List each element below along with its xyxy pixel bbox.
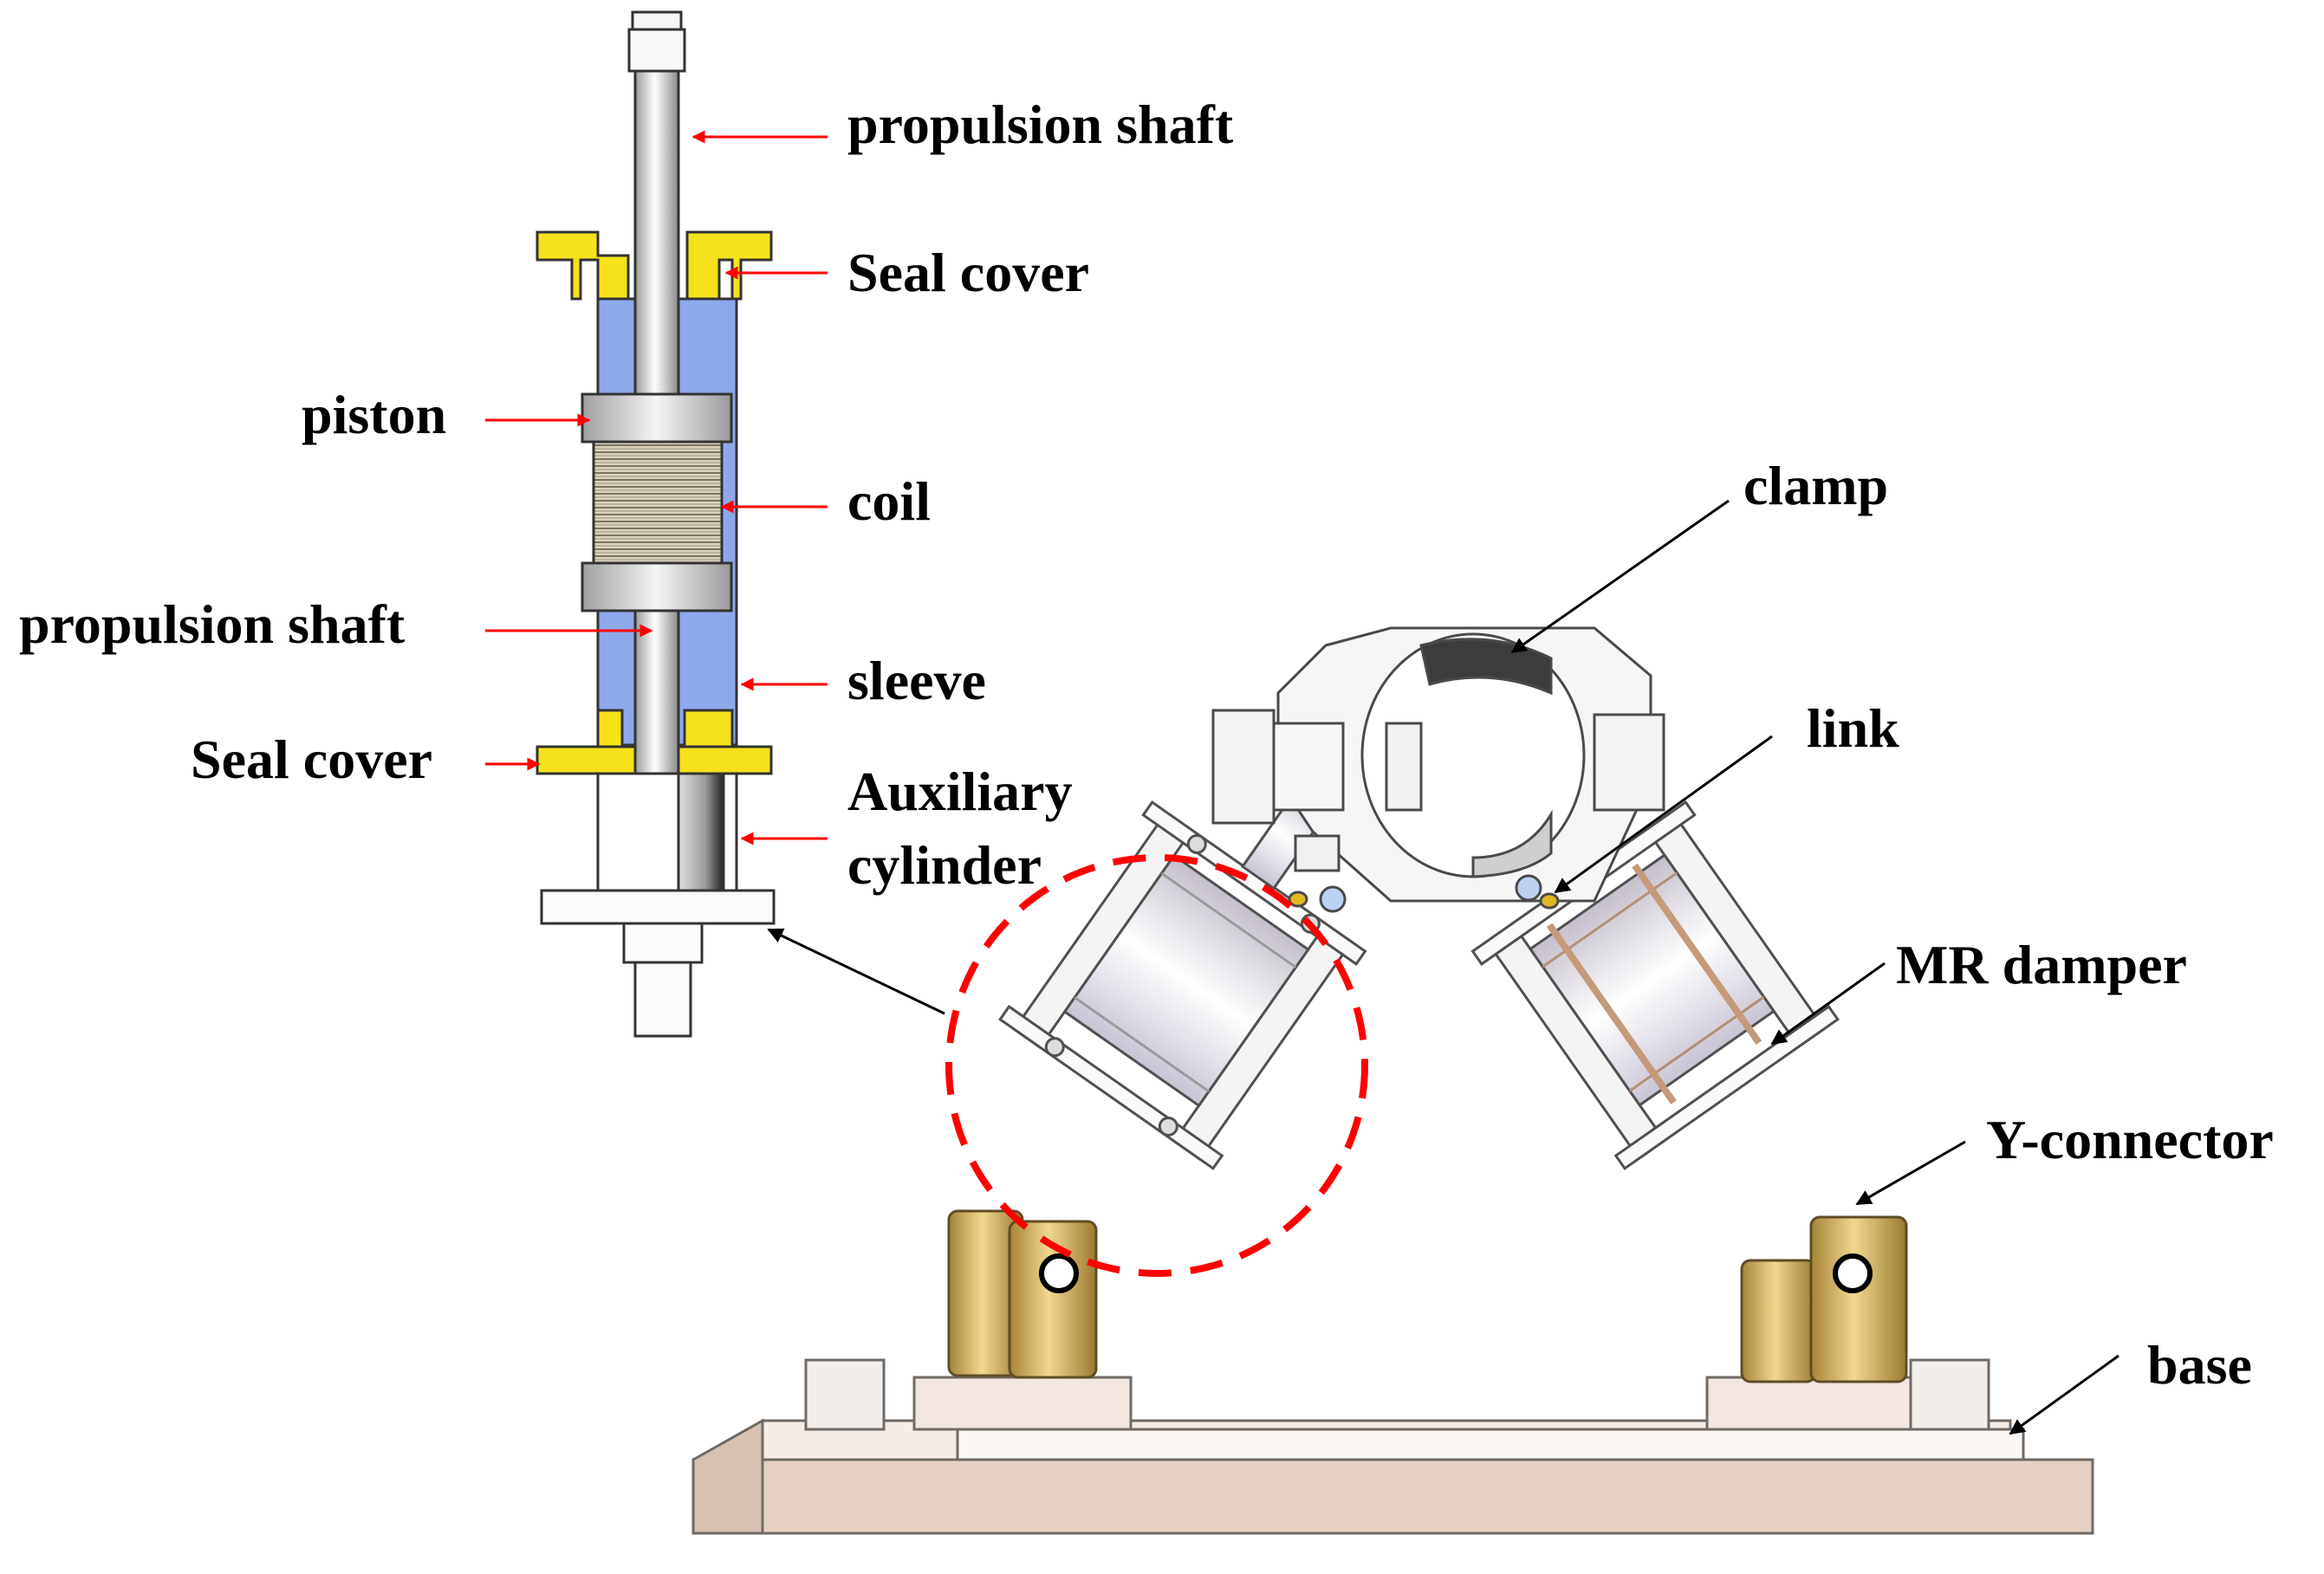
piston-upper-band (581, 392, 733, 444)
shaft-top-neck (627, 28, 686, 73)
label-propulsion-shaft-top: propulsion shaft (847, 94, 1234, 155)
y-connector-right (1740, 1215, 1908, 1383)
bottom-flange-stem (622, 922, 704, 964)
labels: propulsion shaft Seal cover piston coil … (19, 94, 2274, 1396)
y-connector-left (947, 1209, 1098, 1379)
label-sleeve: sleeve (847, 650, 986, 711)
label-auxiliary-line2: cylinder (847, 834, 1042, 896)
mr-damper-right (1470, 783, 1840, 1170)
highlight-circle (945, 854, 1368, 1277)
mr-damper-left (998, 783, 1367, 1170)
base-plate (691, 1358, 2094, 1535)
arrow-section-to-highlight (767, 928, 945, 1015)
damper-cross-section (536, 10, 776, 1038)
label-auxiliary-line1: Auxiliary (847, 761, 1073, 822)
label-base: base (2147, 1334, 2252, 1396)
clamp (1211, 626, 1665, 913)
propulsion-shaft-upper (633, 59, 680, 400)
label-link: link (1807, 697, 1899, 759)
red-callouts (485, 130, 828, 845)
arrow-link (1554, 735, 1773, 894)
label-mr-damper: MR damper (1896, 934, 2187, 995)
shaft-top-cap (631, 10, 683, 31)
seal-cover-top-shape (536, 230, 630, 301)
label-y-connector: Y-connector (1986, 1109, 2274, 1170)
seal-cover-bottom-shape (536, 709, 637, 775)
label-seal-cover-bottom: Seal cover (191, 729, 432, 790)
seal-cover-bottom-shape-right (677, 709, 773, 775)
label-piston: piston (302, 384, 446, 445)
label-propulsion-shaft-mid: propulsion shaft (19, 593, 406, 655)
arrow-base (2009, 1354, 2120, 1435)
arrow-y-connector (1855, 1140, 1966, 1206)
coil-winding (592, 440, 724, 565)
arrow-mr-damper (1770, 962, 1886, 1046)
label-clamp: clamp (1743, 455, 1888, 516)
arrow-clamp (1510, 499, 1730, 654)
label-coil: coil (847, 470, 931, 532)
bottom-flange (540, 889, 776, 925)
black-callouts (767, 499, 2120, 1435)
seal-cover-top-shape-right (685, 230, 773, 301)
bottom-eye (633, 961, 692, 1038)
piston-lower-band (581, 561, 733, 612)
auxiliary-cylinder-rod (677, 772, 725, 892)
label-seal-cover-top: Seal cover (847, 242, 1089, 303)
